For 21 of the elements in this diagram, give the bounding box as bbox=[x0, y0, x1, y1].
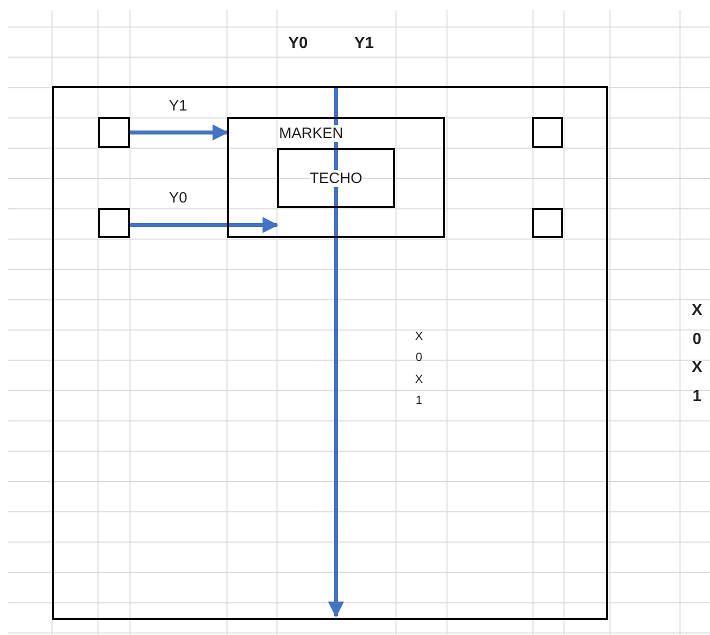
box-label: TECHO bbox=[310, 170, 362, 187]
axis-label: 1 bbox=[692, 388, 702, 406]
arrow bbox=[130, 217, 279, 233]
arrow bbox=[130, 124, 229, 140]
square-box bbox=[532, 117, 563, 148]
labeled-box bbox=[227, 117, 445, 238]
labeled-box bbox=[277, 148, 395, 208]
axis-label: X bbox=[692, 302, 702, 320]
axis-label: 0 bbox=[692, 331, 702, 349]
square-box bbox=[98, 208, 130, 238]
axis-label: X bbox=[692, 359, 702, 377]
axis-label: X bbox=[415, 372, 423, 386]
column-label: Y1 bbox=[354, 35, 374, 53]
box-label: MARKEN bbox=[279, 125, 344, 142]
axis-label: 1 bbox=[416, 393, 422, 407]
column-label: Y0 bbox=[288, 35, 308, 53]
axis-label: X bbox=[415, 329, 423, 343]
outline-frame bbox=[52, 86, 608, 620]
square-box bbox=[98, 117, 130, 148]
axis-label: 0 bbox=[416, 350, 422, 364]
square-box bbox=[532, 208, 563, 238]
